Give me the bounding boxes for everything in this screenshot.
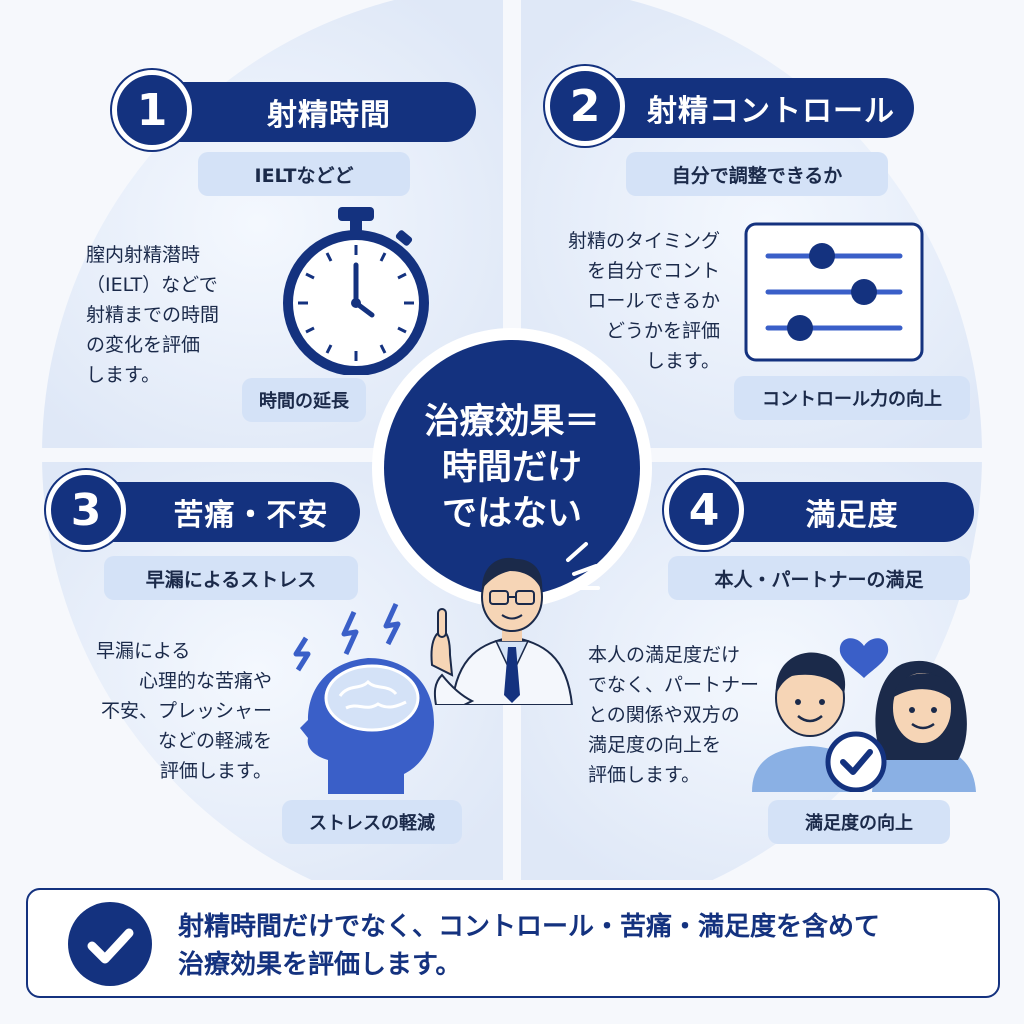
quadrant-1-subtitle: IELTなどど (198, 152, 410, 196)
description-line: 射精までの時間 (86, 304, 220, 326)
quadrant-1-description: 膣内射精潜時 （IELT）などで 射精までの時間 の変化を評価 します。 (86, 240, 219, 390)
quadrant-2-subtitle: 自分で調整できるか (626, 152, 888, 196)
quadrant-2-number-text: 2 (569, 80, 601, 132)
doctor-icon (430, 557, 574, 705)
sliders-icon (744, 222, 924, 362)
description-line: 不安、プレッシャー (100, 700, 272, 722)
quadrant-3-tag-text: ストレスの軽減 (309, 813, 435, 834)
quadrant-4-tag-text: 満足度の向上 (805, 813, 913, 834)
summary-line: 射精時間だけでなく、コントロール・苦痛・満足度を含めて (178, 912, 881, 942)
check-circle-icon (68, 902, 152, 986)
description-line: との関係や双方の (588, 704, 740, 726)
quadrant-4-description: 本人の満足度だけ でなく、パートナー との関係や双方の 満足度の向上を 評価しま… (588, 640, 759, 790)
quadrant-2-description: 射精のタイミング を自分でコント ロールできるか どうかを評価 します。 (560, 226, 720, 376)
center-circle (384, 340, 640, 596)
quadrant-3-description: 早漏による 心理的な苦痛や 不安、プレッシャー などの軽減を 評価します。 (96, 636, 272, 786)
quadrant-1-subtitle-text: IELTなどど (254, 164, 354, 187)
quadrant-2-title: 射精コントロール (582, 78, 914, 138)
stopwatch-icon (283, 207, 429, 375)
quadrant-4-number: 4 (664, 470, 744, 550)
description-line: の変化を評価 (86, 334, 201, 356)
check-badge-icon (825, 731, 887, 792)
quadrant-4-subtitle-text: 本人・パートナーの満足 (714, 568, 924, 591)
quadrant-3-subtitle: 早漏によるストレス (104, 556, 358, 600)
center-title: 治療効果＝ 時間だけ ではない (387, 378, 637, 558)
summary-line: 治療効果を評価します。 (178, 950, 462, 980)
quadrant-1-tag-text: 時間の延長 (259, 391, 349, 412)
quadrant-3-subtitle-text: 早漏によるストレス (145, 568, 317, 591)
quadrant-4-subtitle: 本人・パートナーの満足 (668, 556, 970, 600)
quadrant-1-title-text: 射精時間 (267, 98, 391, 133)
center-title-line: 時間だけ (441, 448, 582, 488)
description-line: 本人の満足度だけ (588, 644, 741, 666)
description-line: 心理的な苦痛や (138, 670, 272, 692)
description-line: 評価します。 (159, 760, 272, 782)
description-line: などの軽減を (157, 730, 272, 752)
quadrant-3-title: 苦痛・不安 (82, 482, 360, 542)
description-line: 膣内射精潜時 (86, 244, 201, 266)
quadrant-3-tag: ストレスの軽減 (282, 800, 462, 844)
quadrant-2-title-text: 射精コントロール (647, 94, 895, 129)
description-line: します。 (86, 364, 161, 386)
description-line: でなく、パートナー (588, 674, 760, 696)
description-line: 早漏による (96, 640, 191, 662)
quadrant-1-title: 射精時間 (142, 82, 476, 142)
summary-box: 射精時間だけでなく、コントロール・苦痛・満足度を含めて 治療効果を評価します。 (26, 888, 1000, 998)
stressed-head-icon (293, 602, 434, 794)
description-line: どうかを評価 (605, 320, 720, 342)
quadrant-1-number-text: 1 (136, 84, 168, 136)
quadrant-4-number-text: 4 (688, 484, 720, 536)
description-line: 満足度の向上を (588, 734, 722, 756)
quadrant-4-tag: 満足度の向上 (768, 800, 950, 844)
quadrant-2-subtitle-text: 自分で調整できるか (671, 164, 843, 187)
quadrant-1-tag: 時間の延長 (242, 378, 366, 422)
description-line: ロールできるか (587, 290, 720, 312)
quadrant-2-tag: コントロール力の向上 (734, 376, 970, 420)
quadrant-3-number-text: 3 (70, 484, 102, 536)
quadrant-3-number: 3 (46, 470, 126, 550)
quadrant-4-title-text: 満足度 (805, 498, 899, 533)
checkmark-icon (87, 928, 134, 964)
quadrant-4-title: 満足度 (700, 482, 974, 542)
description-line: （IELT）などで (86, 274, 218, 296)
description-line: を自分でコント (586, 260, 720, 282)
heart-icon (839, 638, 889, 678)
center-title-line: 治療効果＝ (424, 402, 600, 442)
quadrant-2-tag-text: コントロール力の向上 (762, 389, 942, 410)
summary-text: 射精時間だけでなく、コントロール・苦痛・満足度を含めて 治療効果を評価します。 (178, 908, 880, 984)
quadrant-2-number: 2 (545, 66, 625, 146)
quadrant-3-title-text: 苦痛・不安 (173, 498, 329, 533)
description-line: 射精のタイミング (567, 230, 720, 252)
description-line: します。 (645, 350, 720, 372)
center-title-line: ではない (441, 494, 582, 534)
emphasis-lines-icon (566, 542, 600, 590)
couple-icon (752, 638, 976, 792)
quadrant-1-number: 1 (112, 70, 192, 150)
description-line: 評価します。 (588, 764, 701, 786)
